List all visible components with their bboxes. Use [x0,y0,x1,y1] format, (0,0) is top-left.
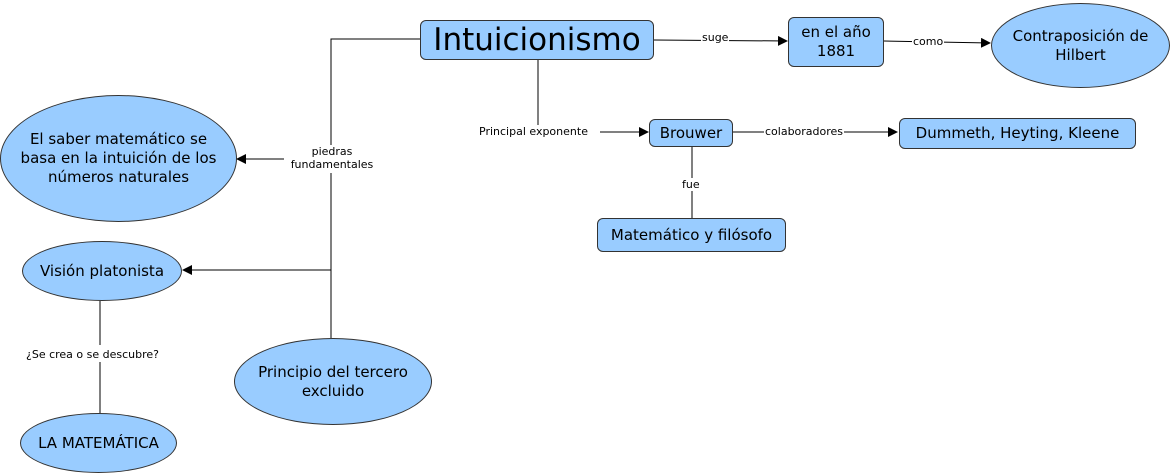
link-label-principal-exponente: Principal exponente [478,125,589,138]
node-la-matematica[interactable]: LA MATEMÁTICA [20,413,177,473]
node-matematico-y-filosofo[interactable]: Matemático y filósofo [597,218,786,252]
node-brouwer[interactable]: Brouwer [649,119,733,147]
link-label-como: como [912,35,945,48]
link-label-se-crea-o-se-descubre: ¿Se crea o se descubre? [25,348,161,361]
line-piedras-top [330,38,420,145]
node-contraposicion-de-hilbert[interactable]: Contraposición de Hilbert [991,3,1170,88]
node-en-el-ano-1881[interactable]: en el año 1881 [788,17,884,67]
link-label-suge: suge [701,31,730,44]
link-label-piedras-fundamentales: piedras fundamentales [284,145,380,171]
node-saber-matematico[interactable]: El saber matemático se basa en la intuic… [0,95,237,222]
link-label-fue: fue [681,178,701,191]
node-principio-del-tercero-excluido[interactable]: Principio del tercero excluido [234,338,432,425]
node-intuicionismo[interactable]: Intuicionismo [420,20,654,60]
link-label-colaboradores: colaboradores [764,125,845,138]
node-dummeth-heyting-kleene[interactable]: Dummeth, Heyting, Kleene [899,118,1136,149]
node-vision-platonista[interactable]: Visión platonista [22,241,182,301]
